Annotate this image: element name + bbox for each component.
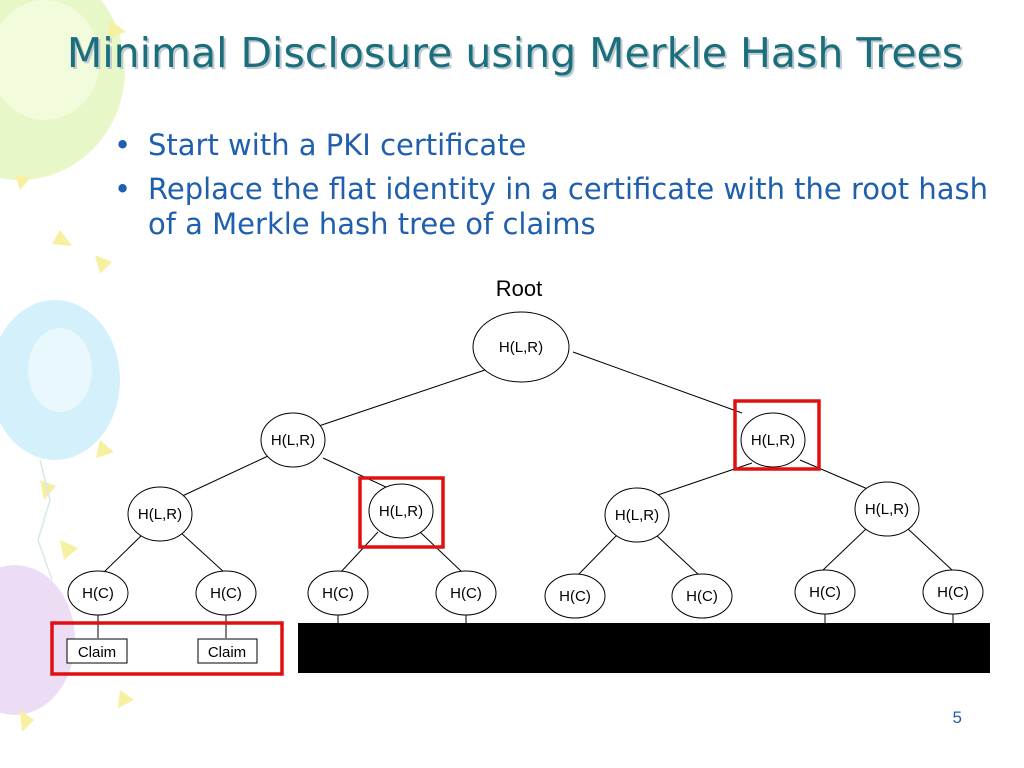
highlight-box-sibling-node (358, 476, 445, 549)
confetti-shape (95, 255, 112, 274)
claim-label: Claim (208, 644, 246, 661)
node-label: H(L,R) (379, 503, 423, 520)
page-number: 5 (952, 708, 962, 727)
leaf-label: H(C) (210, 585, 242, 602)
leaf-node (671, 573, 733, 619)
node-label: H(L,R) (615, 507, 659, 524)
leaf-node (922, 569, 984, 615)
bullet-item: • Start with a PKI certificate (112, 128, 992, 163)
leaf-node (67, 570, 129, 616)
bullet-list: • Start with a PKI certificate • Replace t… (112, 128, 992, 251)
leaf-label: H(C) (322, 585, 354, 602)
edge (906, 527, 953, 571)
node-label: H(L,R) (865, 501, 909, 518)
edge (179, 531, 226, 574)
leaf-label: H(C) (82, 585, 114, 602)
confetti-shape (15, 175, 30, 190)
edge (576, 534, 618, 577)
redacted-claims-bar (298, 623, 990, 673)
bullet-text: Start with a PKI certificate (148, 128, 527, 162)
leaf-node (794, 569, 856, 615)
node-label: H(L,R) (499, 339, 543, 356)
confetti-shape (52, 230, 72, 246)
slide-title: Minimal Disclosure using Merkle Hash Tre… (66, 29, 964, 77)
highlight-box-disclosed-claims (50, 621, 284, 676)
leaf-label: H(C) (937, 584, 969, 601)
claim-box (197, 638, 258, 664)
edge (822, 527, 868, 571)
bullet-dot: • (114, 172, 132, 206)
blue-balloon-inner (28, 328, 92, 412)
tree-node (368, 483, 434, 539)
node-label: H(L,R) (751, 432, 795, 449)
tree-node-root (472, 311, 570, 383)
bullet-text: Replace the flat identity in a certifica… (148, 172, 988, 241)
leaf-node (544, 573, 606, 619)
edge (177, 455, 269, 499)
confetti-shape (118, 690, 134, 708)
tree-node (127, 486, 193, 542)
highlight-box-right-node (733, 399, 821, 471)
edge (799, 459, 871, 491)
edge (572, 351, 743, 414)
bullet-item: • Replace the flat identity in a certific… (112, 172, 992, 242)
claim-label: Claim (78, 644, 116, 661)
leaf-node (195, 570, 257, 616)
edge (419, 531, 464, 574)
purple-balloon (0, 565, 75, 715)
edge (322, 457, 389, 489)
confetti-shape (20, 710, 34, 732)
highlight-boxes (50, 399, 821, 676)
leaf-label: H(C) (450, 585, 482, 602)
tree-node (740, 412, 806, 468)
edge (102, 534, 143, 574)
leaf-node (307, 570, 369, 616)
tree-node (604, 487, 670, 543)
root-label: Root (496, 276, 542, 301)
confetti-shape (60, 540, 78, 560)
green-balloon-inner (0, 0, 100, 120)
bullet-dot: • (114, 128, 132, 162)
edge (654, 533, 701, 577)
tree-node (854, 481, 920, 537)
edge (339, 531, 379, 574)
leaf-label: H(C) (559, 588, 591, 605)
leaf-node (435, 570, 497, 616)
confetti-shape (108, 20, 126, 38)
confetti-shape (96, 440, 114, 458)
leaf-label: H(C) (686, 588, 718, 605)
edge (297, 369, 486, 434)
node-label: H(L,R) (138, 506, 182, 523)
node-label: H(L,R) (271, 432, 315, 449)
tree-node (260, 412, 326, 468)
leaf-label: H(C) (809, 584, 841, 601)
claim-box (66, 638, 128, 664)
balloon-string (37, 459, 53, 581)
